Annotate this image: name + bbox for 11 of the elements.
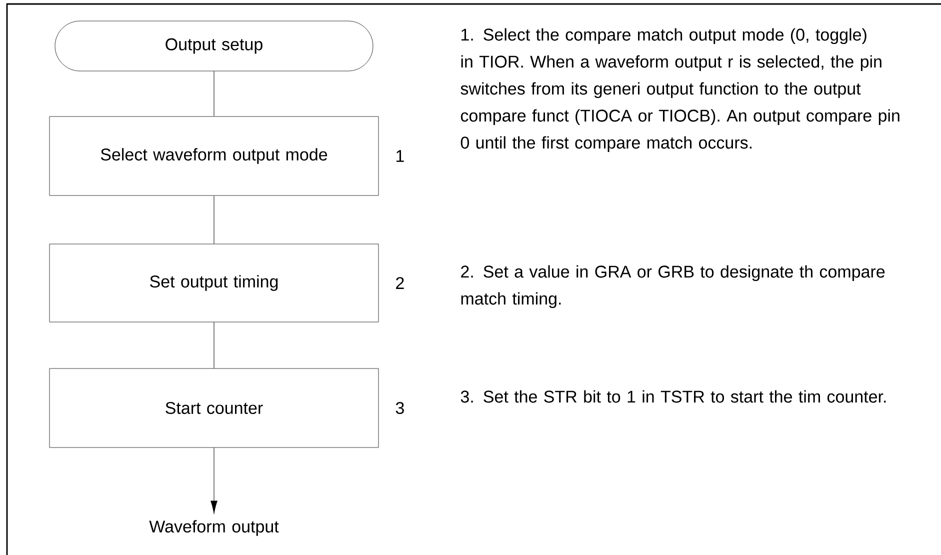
output-text: Waveform output bbox=[149, 520, 279, 536]
connector bbox=[210, 447, 218, 514]
note-text: 1. Select the compare match output mode (0, toggle) in TIOR. When a waveform output r is selected, the pin switches from its generi output function to the output compare funct (TIOCA or TIOCB). An output compare pin 0 until the first compare match occurs. bbox=[460, 28, 900, 152]
process-box: Select waveform output mode bbox=[49, 116, 379, 196]
process-box: Set output timing bbox=[49, 244, 379, 322]
note-text: 3. Set the STR bit to 1 in TSTR to start the tim counter. bbox=[460, 390, 886, 403]
note-text: 2. Set a value in GRA or GRB to designate th compare match timing. bbox=[461, 265, 885, 308]
step-number: 2 bbox=[396, 277, 404, 289]
process-box: Start counter bbox=[49, 368, 379, 448]
step-number: 1 bbox=[396, 150, 404, 162]
step-number: 3 bbox=[396, 402, 404, 414]
